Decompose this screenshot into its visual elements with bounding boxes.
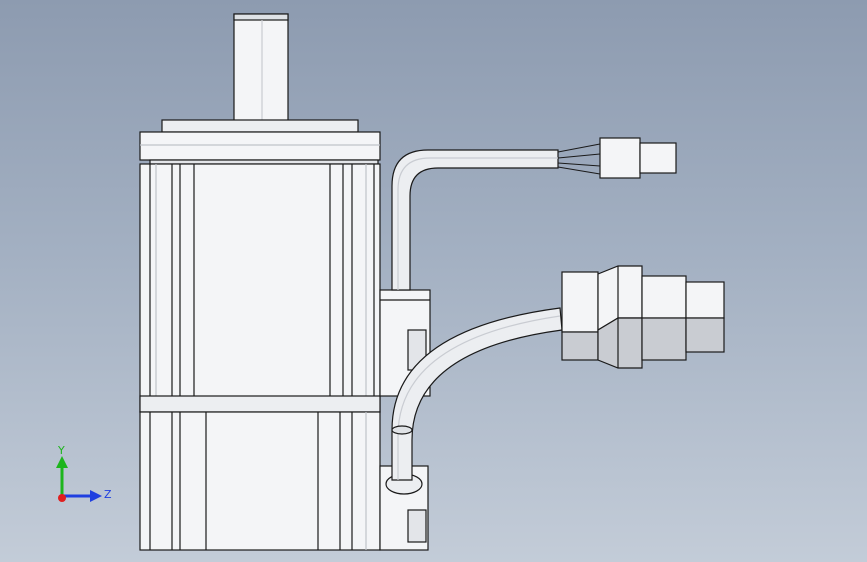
power-cable[interactable] xyxy=(391,307,563,481)
motor-shaft[interactable] xyxy=(233,13,289,123)
encoder-housing[interactable] xyxy=(139,411,381,551)
z-axis-arrow-icon xyxy=(62,490,102,502)
z-axis-label: Z xyxy=(104,488,112,501)
motor-body[interactable] xyxy=(139,163,381,413)
y-axis-arrow-icon xyxy=(56,456,68,496)
front-flange[interactable] xyxy=(139,119,381,165)
encoder-connector[interactable] xyxy=(557,137,677,179)
y-axis-label: Y xyxy=(57,444,65,457)
encoder-cable[interactable] xyxy=(391,149,559,291)
reference-triad: Y Z xyxy=(56,444,112,502)
x-axis-dot-icon xyxy=(58,494,66,502)
power-connector[interactable] xyxy=(561,265,725,369)
